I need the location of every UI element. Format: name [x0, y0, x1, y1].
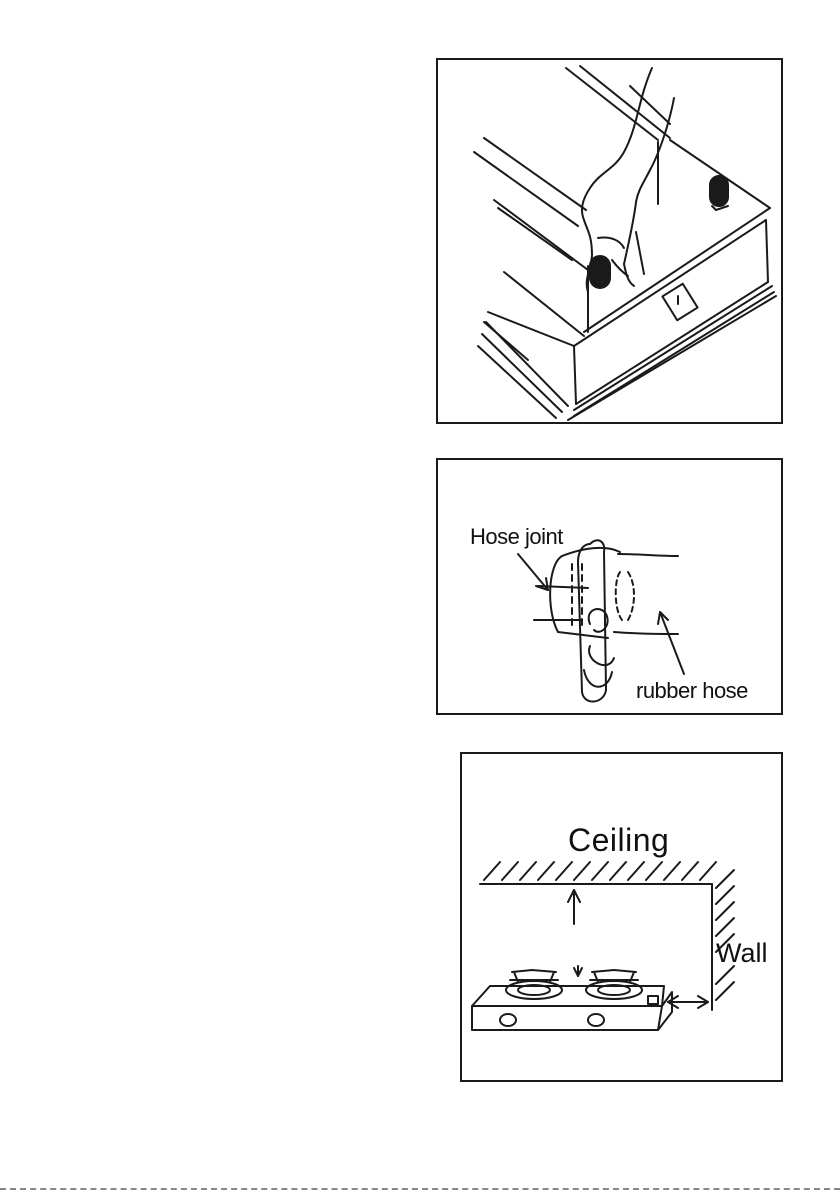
clearance-illustration	[462, 754, 781, 1080]
rubber-hose-label: rubber hose	[636, 678, 748, 704]
wall-label: Wall	[716, 938, 768, 969]
figure-feet-insertion	[436, 58, 783, 424]
ceiling-label: Ceiling	[568, 822, 669, 859]
hose-clamp-illustration	[438, 460, 781, 713]
figure-hose-connection: Hose joint rubber hose	[436, 458, 783, 715]
figure-clearance: Ceiling Wall	[460, 752, 783, 1082]
feet-insertion-illustration	[438, 60, 781, 422]
hose-joint-label: Hose joint	[470, 524, 563, 550]
page-bottom-divider	[0, 1188, 840, 1190]
